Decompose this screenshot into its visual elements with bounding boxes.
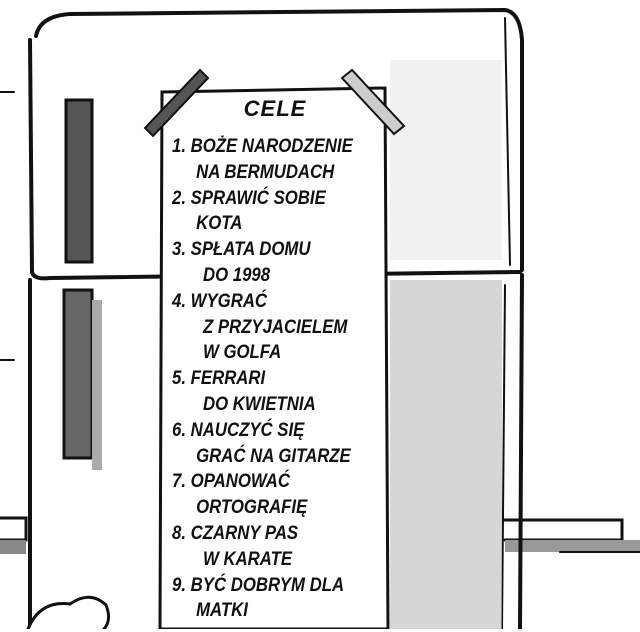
- goal-text: SPŁATA DOMU: [190, 238, 311, 261]
- counter-left: [0, 516, 28, 542]
- goal-text: OPANOWAĆ: [190, 470, 291, 493]
- goal-text: BYĆ DOBRYM DLA: [190, 573, 345, 596]
- goal-line-first: 5. FERRARI: [172, 366, 353, 392]
- goal-number: 7.: [172, 470, 186, 493]
- paper-note: [158, 86, 390, 629]
- goal-text: W KARATE: [202, 547, 293, 570]
- goal-line-continued: W GOLFA: [172, 340, 353, 366]
- goal-text: SPRAWIĆ SOBIE: [190, 186, 326, 209]
- goal-line-first: 9. BYĆ DOBRYM DLA: [172, 573, 353, 599]
- fridge-handle: [62, 288, 94, 460]
- goal-line-first: 6. NAUCZYĆ SIĘ: [172, 418, 353, 444]
- goal-line-continued: DO KWIETNIA: [172, 392, 353, 418]
- goal-number: 9.: [172, 573, 186, 596]
- goal-line-continued: ORTOGRAFIĘ: [172, 495, 353, 521]
- goal-number: 8.: [172, 521, 186, 544]
- goal-text: ORTOGRAFIĘ: [196, 496, 308, 519]
- goal-text: W GOLFA: [202, 341, 282, 364]
- teddy-bear-ear: [26, 595, 111, 629]
- goal-text: MATKI: [196, 599, 248, 622]
- goal-line-continued: DO 1998: [172, 263, 353, 289]
- freezer-handle: [64, 98, 94, 264]
- goal-number: 6.: [172, 418, 186, 441]
- fridge-outline: [34, 7, 524, 272]
- note-title: CELE: [243, 96, 307, 121]
- goal-text: DO 1998: [202, 263, 271, 286]
- goal-text: WYGRAĆ: [190, 289, 268, 312]
- goal-number: 3.: [172, 238, 186, 261]
- goal-text: DO KWIETNIA: [202, 392, 316, 415]
- goal-line-first: 1. BOŻE NARODZENIE: [172, 134, 353, 160]
- goal-number: 4.: [172, 289, 186, 312]
- goal-line-first: 2. SPRAWIĆ SOBIE: [172, 186, 353, 212]
- goal-text: Z PRZYJACIELEM: [202, 315, 348, 338]
- goal-line-continued: KOTA: [172, 211, 353, 237]
- goal-line-continued: GRAĆ NA GITARZE: [172, 444, 353, 470]
- goal-line-first: 7. OPANOWAĆ: [172, 469, 353, 495]
- goal-line-continued: W KARATE: [172, 547, 353, 573]
- goal-number: 5.: [172, 367, 186, 390]
- goal-text: CZARNY PAS: [190, 521, 299, 544]
- goal-line-first: 8. CZARNY PAS: [172, 521, 353, 547]
- goal-text: NAUCZYĆ SIĘ: [190, 418, 305, 441]
- freezer-door: [28, 38, 522, 281]
- goal-text: GRAĆ NA GITARZE: [196, 444, 351, 467]
- goal-line-continued: NA BERMUDACH: [172, 160, 353, 186]
- goal-text: FERRARI: [190, 367, 266, 390]
- goal-text: BOŻE NARODZENIE: [190, 135, 353, 157]
- goal-number: 2.: [172, 186, 186, 209]
- goal-line-first: 4. WYGRAĆ: [172, 289, 353, 315]
- goal-line-first: 3. SPŁATA DOMU: [172, 237, 353, 263]
- tape-left: [143, 68, 210, 138]
- goal-number: 1.: [172, 135, 186, 157]
- goal-text: KOTA: [196, 212, 243, 235]
- goal-line-continued: MATKI: [172, 598, 353, 624]
- tape-right: [340, 68, 406, 136]
- goal-text: NA BERMUDACH: [196, 160, 335, 183]
- goal-line-continued: Z PRZYJACIELEM: [172, 315, 353, 341]
